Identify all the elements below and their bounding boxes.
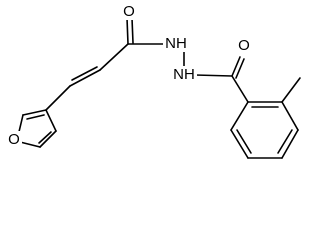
bond-ar-2 [230, 129, 249, 159]
furan-ring [17, 109, 57, 148]
furan-oxygen-label: O [8, 131, 20, 148]
bond-methyl [281, 77, 301, 103]
vinyl-linker [45, 43, 129, 111]
bond-c4-c5 [39, 130, 57, 148]
bond-nh-carbonyl-2 [194, 74, 233, 77]
bond-ar-double-2 [236, 129, 252, 154]
carbonyl-oxygen-1-label: O [123, 3, 135, 20]
bond-c3-c4 [45, 109, 57, 132]
hydrazide-nh-2-label: NH [173, 66, 195, 83]
bond-furan-double-2 [38, 131, 52, 144]
carbonyl-2 [231, 56, 249, 103]
bond-ar-4 [281, 129, 299, 159]
bond-carbonyl-2-outer [231, 56, 241, 77]
bond-vinyl-carbonyl [99, 43, 129, 71]
benzene-ring [230, 77, 301, 159]
bond-ar-double-3 [277, 129, 293, 154]
carbonyl-oxygen-2-label: O [238, 37, 250, 54]
bond-vinyl-double-inner [71, 66, 98, 81]
structure-canvas: O O NH NH O [7, 2, 301, 159]
bond-c2-c3 [22, 109, 47, 116]
bond-c5-o [19, 141, 41, 148]
molecule-drawing: O O NH NH O [7, 3, 301, 159]
bond-ar-5 [281, 101, 299, 131]
hydrazide-nh-1-label: NH [165, 35, 187, 52]
bond-furan-vinyl [45, 85, 71, 111]
bond-carbonyl-1-outer [126, 17, 129, 45]
hydrazide-linker [183, 51, 233, 77]
bond-furan-double-1 [26, 114, 45, 120]
atom-labels: O O NH NH O [7, 3, 252, 148]
bond-vinyl-double-outer [69, 69, 101, 87]
bond-carbonyl-2-inner [235, 58, 245, 79]
bond-ar-1 [230, 101, 249, 131]
bond-carbonyl-1-inner [131, 17, 134, 44]
bond-carbonyl-ring [231, 75, 249, 103]
carbonyl-1 [126, 17, 165, 45]
